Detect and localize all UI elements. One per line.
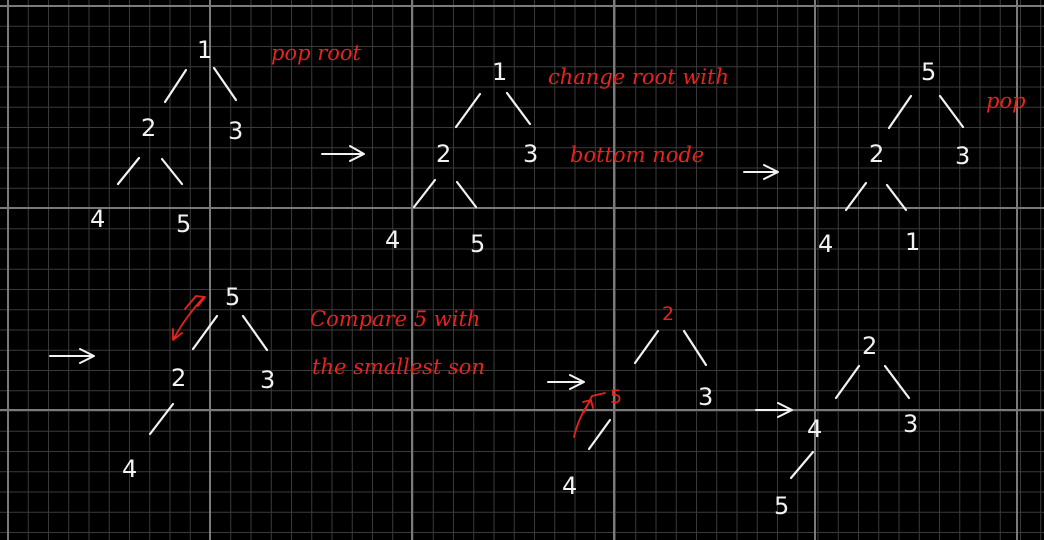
tree-1: 1 2 3 4 5 [90, 36, 243, 238]
tree-1-node-left-left: 4 [90, 205, 105, 233]
tree-6-node-left: 4 [807, 415, 822, 443]
tree-4-edge [241, 314, 269, 352]
tree-6-node-left-left: 5 [774, 492, 789, 520]
tree-1-node-left: 2 [141, 114, 156, 142]
arrow-right-2 [743, 164, 779, 180]
arrow-right-5 [755, 402, 793, 418]
tree-4-node-left-left: 4 [122, 455, 137, 483]
tree-5-edge [587, 418, 612, 451]
tree-6: 2 4 3 5 [774, 332, 918, 520]
tree-6-edge [834, 364, 861, 400]
tree-3-edge [887, 94, 913, 130]
note-change-root-line2: bottom node [570, 143, 704, 167]
tree-5-node-root: 2 [662, 303, 674, 325]
tree-6-edge [789, 450, 815, 480]
tree-2-node-root: 1 [492, 58, 507, 86]
tree-5-node-right: 3 [698, 383, 713, 411]
tree-6-node-root: 2 [862, 332, 877, 360]
tree-4-edge [191, 314, 219, 351]
tree-1-node-left-right: 5 [176, 210, 191, 238]
tree-4-node-right: 3 [260, 366, 275, 394]
tree-6-node-right: 3 [903, 410, 918, 438]
tree-2-node-right: 3 [523, 140, 538, 168]
tree-1-edge [212, 66, 238, 102]
note-change-root-line1: change root with [548, 65, 729, 89]
tree-2-node-left-left: 4 [385, 226, 400, 254]
note-pop-root: pop root [271, 41, 362, 65]
tree-1-edge [116, 156, 141, 186]
arrow-right-1 [321, 145, 365, 162]
tree-2-edge [412, 178, 437, 209]
tree-4-edge [148, 402, 175, 436]
tree-3-edge [844, 181, 868, 212]
tree-3-node-left-right: 1 [905, 228, 920, 256]
tree-3: 5 2 3 4 1 [818, 58, 970, 258]
arrow-right-4 [547, 374, 585, 390]
tree-2-edge [454, 92, 482, 129]
tree-5: 2 5 3 4 [562, 303, 713, 500]
arrow-right-3 [49, 348, 95, 364]
note-compare-line2: the smallest son [312, 355, 485, 379]
note-pop: pop [986, 89, 1026, 113]
tree-5-edge [682, 329, 708, 367]
tree-3-edge [938, 94, 965, 129]
tree-2-node-left-right: 5 [470, 230, 485, 258]
tree-2: 1 2 3 4 5 [385, 58, 538, 258]
tree-1-edge [160, 157, 184, 186]
tree-5-node-left: 5 [610, 386, 622, 408]
tree-3-node-left-left: 4 [818, 230, 833, 258]
swap-arrow-icon [573, 392, 606, 438]
swap-arrow-icon [172, 295, 206, 341]
tree-3-edge [885, 183, 908, 212]
tree-4-node-root: 5 [225, 283, 240, 311]
tree-4: 5 2 3 4 [122, 283, 275, 483]
note-compare-line1: Compare 5 with [310, 307, 480, 331]
tree-3-node-right: 3 [955, 142, 970, 170]
tree-5-node-left-left: 4 [562, 472, 577, 500]
tree-1-node-root: 1 [197, 36, 212, 64]
tree-6-edge [883, 364, 911, 400]
tree-3-node-root: 5 [921, 58, 936, 86]
tree-4-node-left: 2 [171, 364, 186, 392]
tree-5-edge [633, 329, 660, 365]
tree-1-edge [163, 68, 188, 104]
tree-1-node-right: 3 [228, 117, 243, 145]
tree-2-node-left: 2 [436, 140, 451, 168]
tree-3-node-left: 2 [869, 140, 884, 168]
tree-2-edge [455, 180, 478, 209]
tree-2-edge [505, 91, 532, 126]
